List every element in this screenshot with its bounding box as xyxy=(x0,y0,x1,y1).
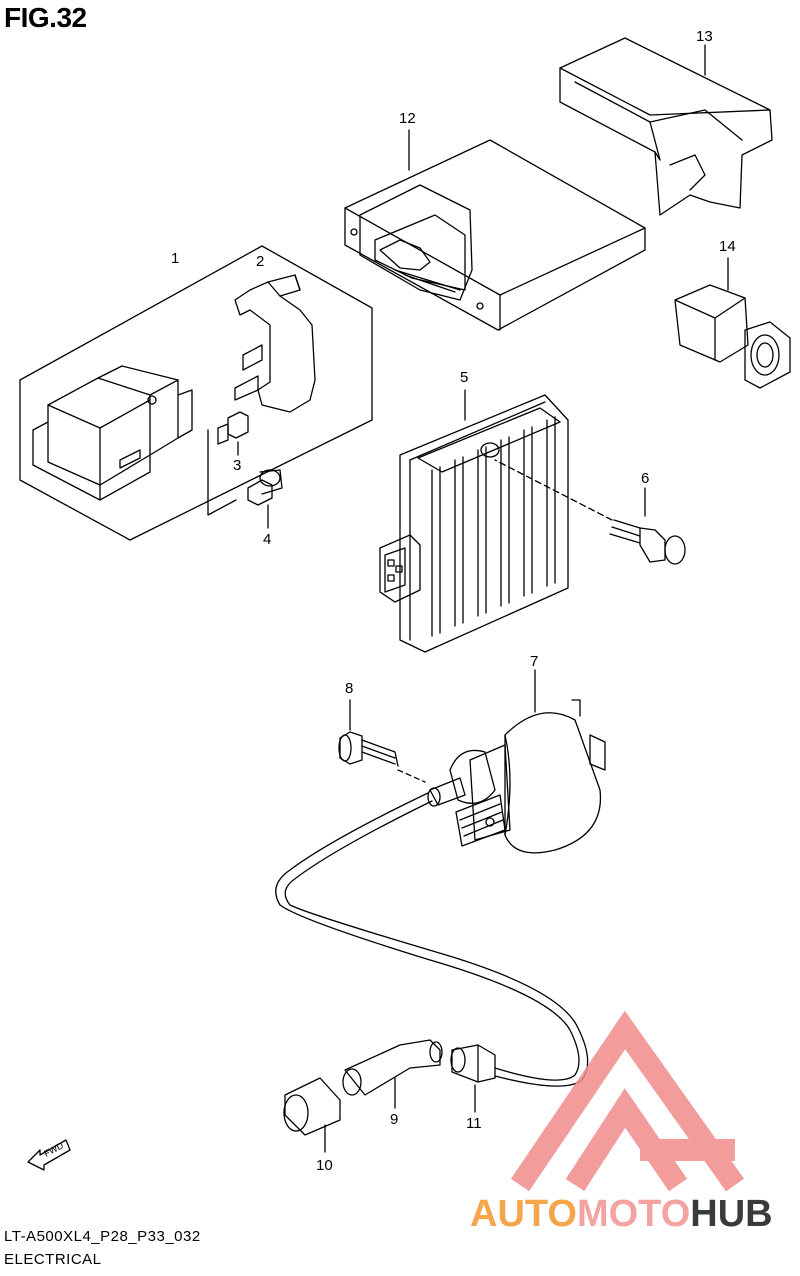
callout-4: 4 xyxy=(263,531,272,548)
starter-relay-part xyxy=(32,365,193,501)
rubber-cap-part xyxy=(283,1077,341,1153)
callout-14: 14 xyxy=(719,238,736,255)
regulator-rectifier-part xyxy=(379,389,569,653)
ecm-cover-part xyxy=(559,37,773,216)
watermark-moto: MOTO xyxy=(576,1193,691,1235)
ecm-part xyxy=(344,129,646,331)
callout-6: 6 xyxy=(641,470,650,487)
relay-assembly-outline xyxy=(19,245,373,541)
callout-10: 10 xyxy=(316,1157,333,1174)
figure-title: FIG.32 xyxy=(4,2,87,33)
diagram-code: LT-A500XL4_P28_P33_032 xyxy=(4,1228,201,1245)
relay-bolt-part xyxy=(247,469,283,529)
callout-2: 2 xyxy=(256,253,265,270)
watermark-hub: HUB xyxy=(690,1193,773,1235)
watermark-auto: AUTO xyxy=(470,1193,577,1235)
connector-part xyxy=(674,257,791,389)
ignition-coil-part xyxy=(427,669,606,854)
callout-8: 8 xyxy=(345,680,354,697)
callout-1: 1 xyxy=(171,250,180,267)
callout-3: 3 xyxy=(233,457,242,474)
fuse-part xyxy=(217,411,249,456)
callout-11: 11 xyxy=(466,1115,482,1132)
forward-arrow-icon: FWD xyxy=(27,1139,71,1171)
spark-plug-cap-part xyxy=(342,1039,443,1109)
relay-cover-part xyxy=(234,274,316,413)
section-name: ELECTRICAL xyxy=(4,1251,102,1268)
lead-joint-part xyxy=(450,1044,496,1113)
callout-13: 13 xyxy=(696,28,713,45)
callout-12: 12 xyxy=(399,110,416,127)
callout-5: 5 xyxy=(460,369,469,386)
watermark-brand: AUTOMOTOHUB xyxy=(470,1193,773,1236)
watermark-logo xyxy=(510,1010,744,1192)
callout-7: 7 xyxy=(530,653,539,670)
regulator-bolt-part xyxy=(494,459,686,565)
callout-9: 9 xyxy=(390,1111,399,1128)
coil-bolt-part xyxy=(338,699,426,783)
